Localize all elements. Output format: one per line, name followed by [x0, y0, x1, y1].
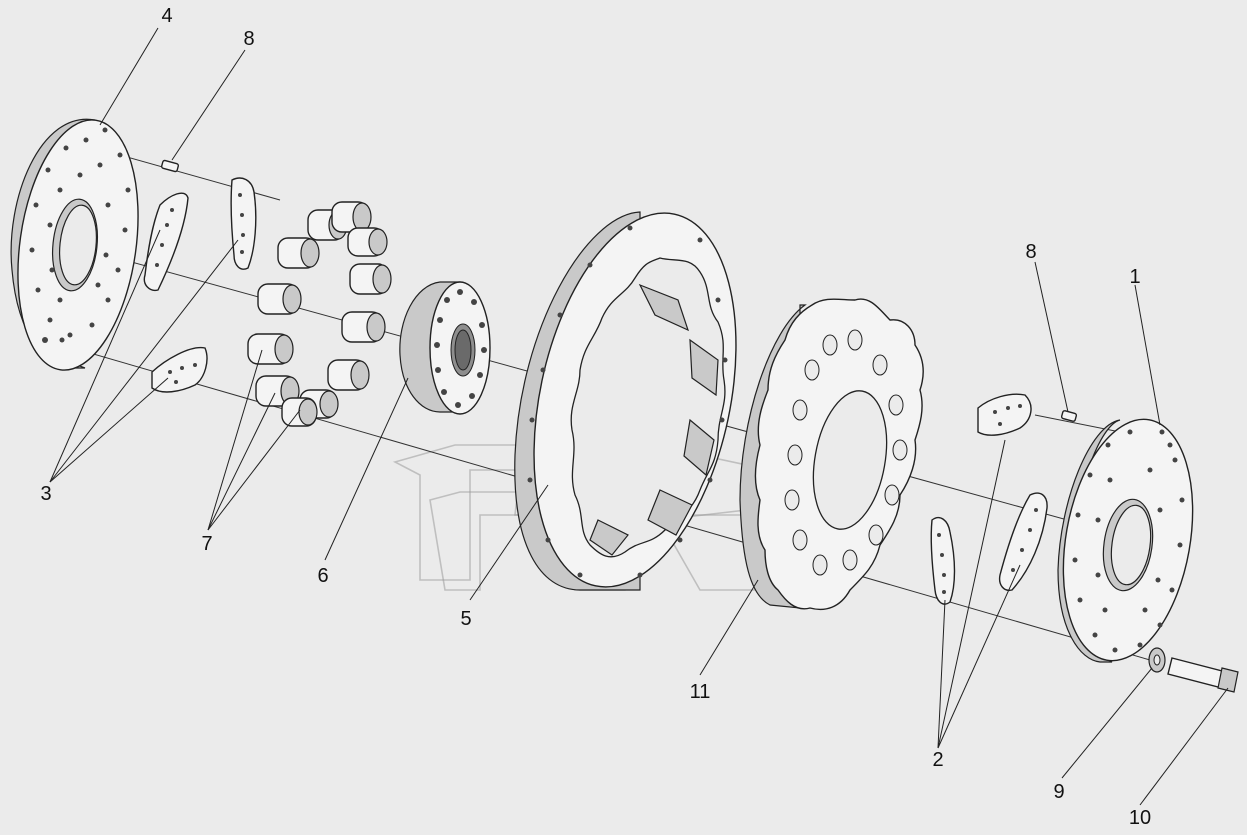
part-3-segments-left [143, 177, 257, 393]
callout-11: 11 [690, 681, 711, 703]
part-6-hub [399, 281, 491, 415]
callout-8-left: 8 [243, 28, 254, 50]
part-8-right-pin [1060, 410, 1078, 422]
part-8-left-pin [160, 159, 180, 173]
part-7-rollers [247, 201, 392, 427]
callout-7: 7 [201, 533, 212, 555]
callout-8-right: 8 [1025, 241, 1036, 263]
callout-labels: 4 8 3 7 6 5 11 2 8 1 9 10 [40, 5, 1151, 829]
part-10-bolt [1167, 657, 1239, 693]
part-4-left-disc [10, 118, 139, 371]
part-2-segments-right [930, 393, 1048, 605]
callout-1: 1 [1129, 266, 1140, 288]
callout-10: 10 [1129, 807, 1151, 829]
callout-5: 5 [460, 608, 471, 630]
leader-lines [49, 27, 1229, 806]
callout-2: 2 [932, 749, 943, 771]
part-11-gear-disc [739, 298, 924, 611]
part-5-toothed-ring [514, 211, 737, 591]
callout-3: 3 [40, 483, 51, 505]
callout-6: 6 [317, 565, 328, 587]
callout-4: 4 [161, 5, 172, 27]
callout-9: 9 [1053, 781, 1064, 803]
part-1-right-disc [1057, 418, 1194, 663]
part-9-washer [1148, 647, 1166, 673]
